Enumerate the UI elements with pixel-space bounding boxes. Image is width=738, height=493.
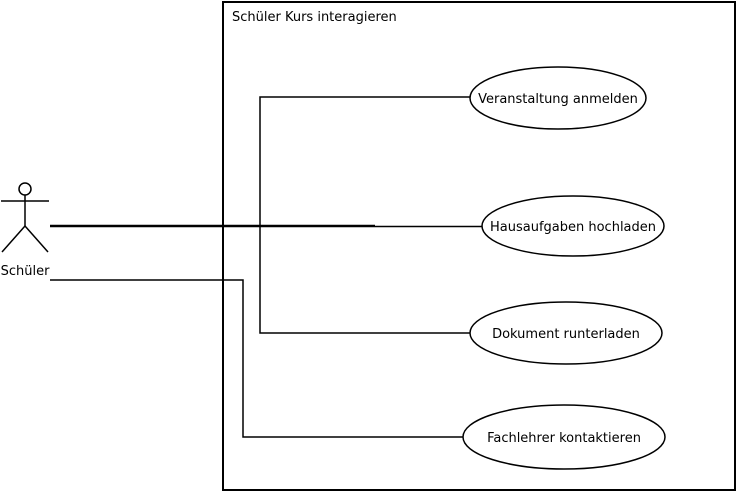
- stick-figure-icon: [1, 182, 49, 253]
- use-case-label: Veranstaltung anmelden: [478, 92, 638, 107]
- use-case-hausaufgaben-hochladen[interactable]: Hausaufgaben hochladen: [481, 195, 665, 257]
- actor-schueler[interactable]: Schüler: [1, 182, 50, 279]
- association-veranstaltung: [259, 96, 470, 226]
- system-boundary: [222, 1, 736, 491]
- use-case-label: Hausaufgaben hochladen: [490, 220, 656, 235]
- use-case-dokument-runterladen[interactable]: Dokument runterladen: [469, 301, 663, 365]
- use-case-veranstaltung-anmelden[interactable]: Veranstaltung anmelden: [469, 66, 647, 130]
- association-fachlehrer: [50, 279, 463, 438]
- associations: [50, 96, 482, 438]
- system-title: Schüler Kurs interagieren: [232, 10, 397, 25]
- use-case-fachlehrer-kontaktieren[interactable]: Fachlehrer kontaktieren: [462, 404, 666, 470]
- use-case-label: Fachlehrer kontaktieren: [487, 431, 641, 446]
- actor-label: Schüler: [1, 264, 50, 279]
- association-dokument: [259, 226, 470, 334]
- use-case-label: Dokument runterladen: [492, 327, 640, 342]
